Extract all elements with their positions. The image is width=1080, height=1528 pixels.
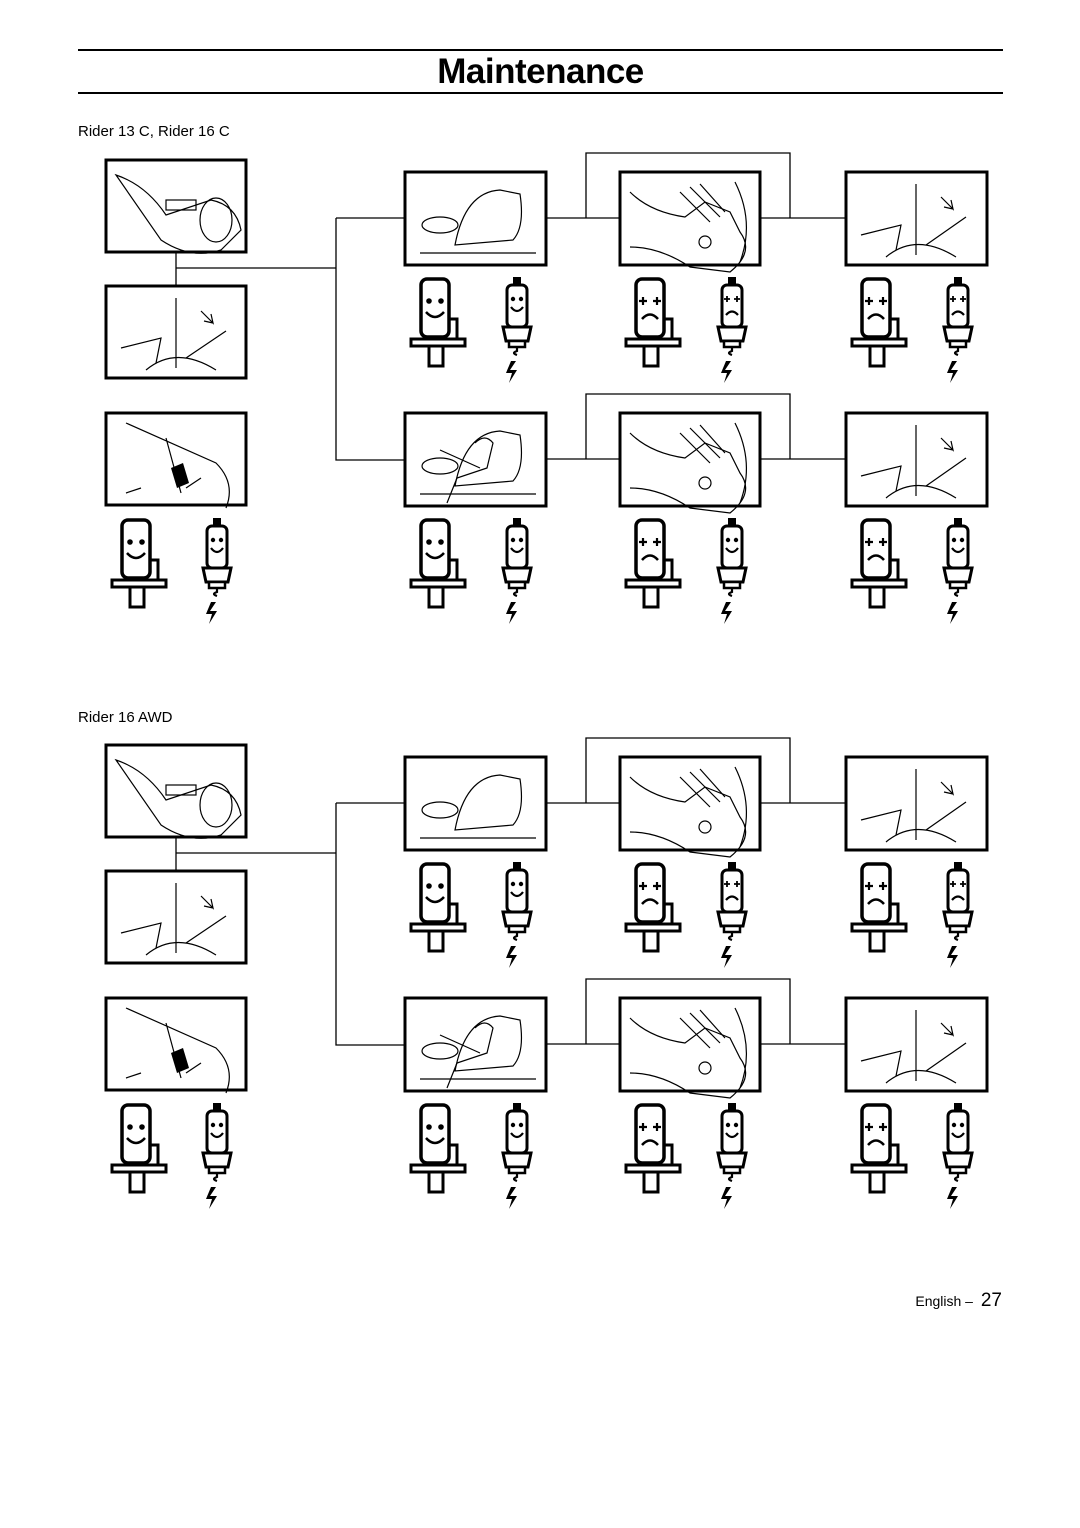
illustration-key	[104, 158, 248, 254]
illustration-lever	[844, 755, 989, 852]
ignition-coil-happy-icon	[409, 1103, 467, 1194]
illustration-choke-lever	[104, 869, 248, 965]
spark-plug-happy-icon	[501, 862, 533, 942]
ignition-coil-sad-icon	[850, 518, 908, 609]
page-footer: English – 27	[915, 1290, 1002, 1312]
ignition-coil-happy-icon	[110, 1103, 168, 1194]
lightning-spark-icon	[506, 602, 517, 624]
spark-plug-happy-icon	[942, 1103, 974, 1183]
spark-plug-sad-icon	[716, 862, 748, 942]
illustration-seat-occupied	[403, 996, 548, 1093]
spark-plug-happy-icon	[942, 518, 974, 598]
illustration-engine	[618, 755, 762, 858]
connector-line	[335, 803, 405, 1046]
lightning-spark-icon	[721, 602, 732, 624]
spark-plug-sad-icon	[942, 862, 974, 942]
illustration-pto-lever	[104, 411, 248, 509]
footer-separator: –	[965, 1293, 973, 1309]
spark-plug-happy-icon	[501, 277, 533, 357]
lightning-spark-icon	[947, 946, 958, 968]
ignition-coil-sad-icon	[850, 862, 908, 953]
connector-line	[335, 218, 405, 461]
illustration-engine	[618, 996, 762, 1099]
page-title: Maintenance	[437, 52, 644, 91]
spark-plug-happy-icon	[201, 518, 233, 598]
lightning-spark-icon	[206, 1187, 217, 1209]
spark-plug-sad-icon	[716, 277, 748, 357]
illustration-key	[104, 743, 248, 839]
illustration-pto-lever	[104, 996, 248, 1094]
ignition-coil-happy-icon	[409, 518, 467, 609]
illustration-lever	[844, 996, 989, 1093]
connector-loop	[585, 393, 791, 459]
illustration-seat-occupied	[403, 411, 548, 508]
ignition-coil-sad-icon	[624, 862, 682, 953]
illustration-seat	[403, 755, 548, 852]
title-underline	[78, 92, 1003, 94]
wiring-test-diagram-rider-c	[104, 152, 989, 624]
ignition-coil-happy-icon	[409, 277, 467, 368]
section-label-rider-16-awd: Rider 16 AWD	[78, 709, 173, 726]
lightning-spark-icon	[721, 361, 732, 383]
ignition-coil-happy-icon	[110, 518, 168, 609]
connector-loop	[585, 737, 791, 803]
connector-loop	[585, 978, 791, 1044]
ignition-coil-sad-icon	[850, 277, 908, 368]
lightning-spark-icon	[721, 1187, 732, 1209]
spark-plug-happy-icon	[501, 518, 533, 598]
lightning-spark-icon	[506, 1187, 517, 1209]
illustration-lever	[844, 170, 989, 267]
connector-loop	[585, 152, 791, 218]
ignition-coil-sad-icon	[850, 1103, 908, 1194]
ignition-coil-sad-icon	[624, 277, 682, 368]
lightning-spark-icon	[947, 602, 958, 624]
spark-plug-happy-icon	[201, 1103, 233, 1183]
footer-language: English	[915, 1293, 962, 1309]
section-label-rider-13c-16c: Rider 13 C, Rider 16 C	[78, 123, 230, 140]
lightning-spark-icon	[947, 361, 958, 383]
illustration-lever	[844, 411, 989, 508]
wiring-test-diagram-rider-awd	[104, 737, 989, 1209]
illustration-engine	[618, 170, 762, 273]
spark-plug-sad-icon	[942, 277, 974, 357]
ignition-coil-sad-icon	[624, 518, 682, 609]
illustration-seat	[403, 170, 548, 267]
ignition-coil-sad-icon	[624, 1103, 682, 1194]
ignition-coil-happy-icon	[409, 862, 467, 953]
footer-page-number: 27	[980, 1290, 1002, 1311]
spark-plug-happy-icon	[501, 1103, 533, 1183]
lightning-spark-icon	[506, 946, 517, 968]
spark-plug-happy-icon	[716, 518, 748, 598]
lightning-spark-icon	[947, 1187, 958, 1209]
illustration-engine	[618, 411, 762, 514]
lightning-spark-icon	[721, 946, 732, 968]
top-rule	[78, 49, 1003, 51]
lightning-spark-icon	[506, 361, 517, 383]
spark-plug-happy-icon	[716, 1103, 748, 1183]
illustration-choke-lever	[104, 284, 248, 380]
lightning-spark-icon	[206, 602, 217, 624]
